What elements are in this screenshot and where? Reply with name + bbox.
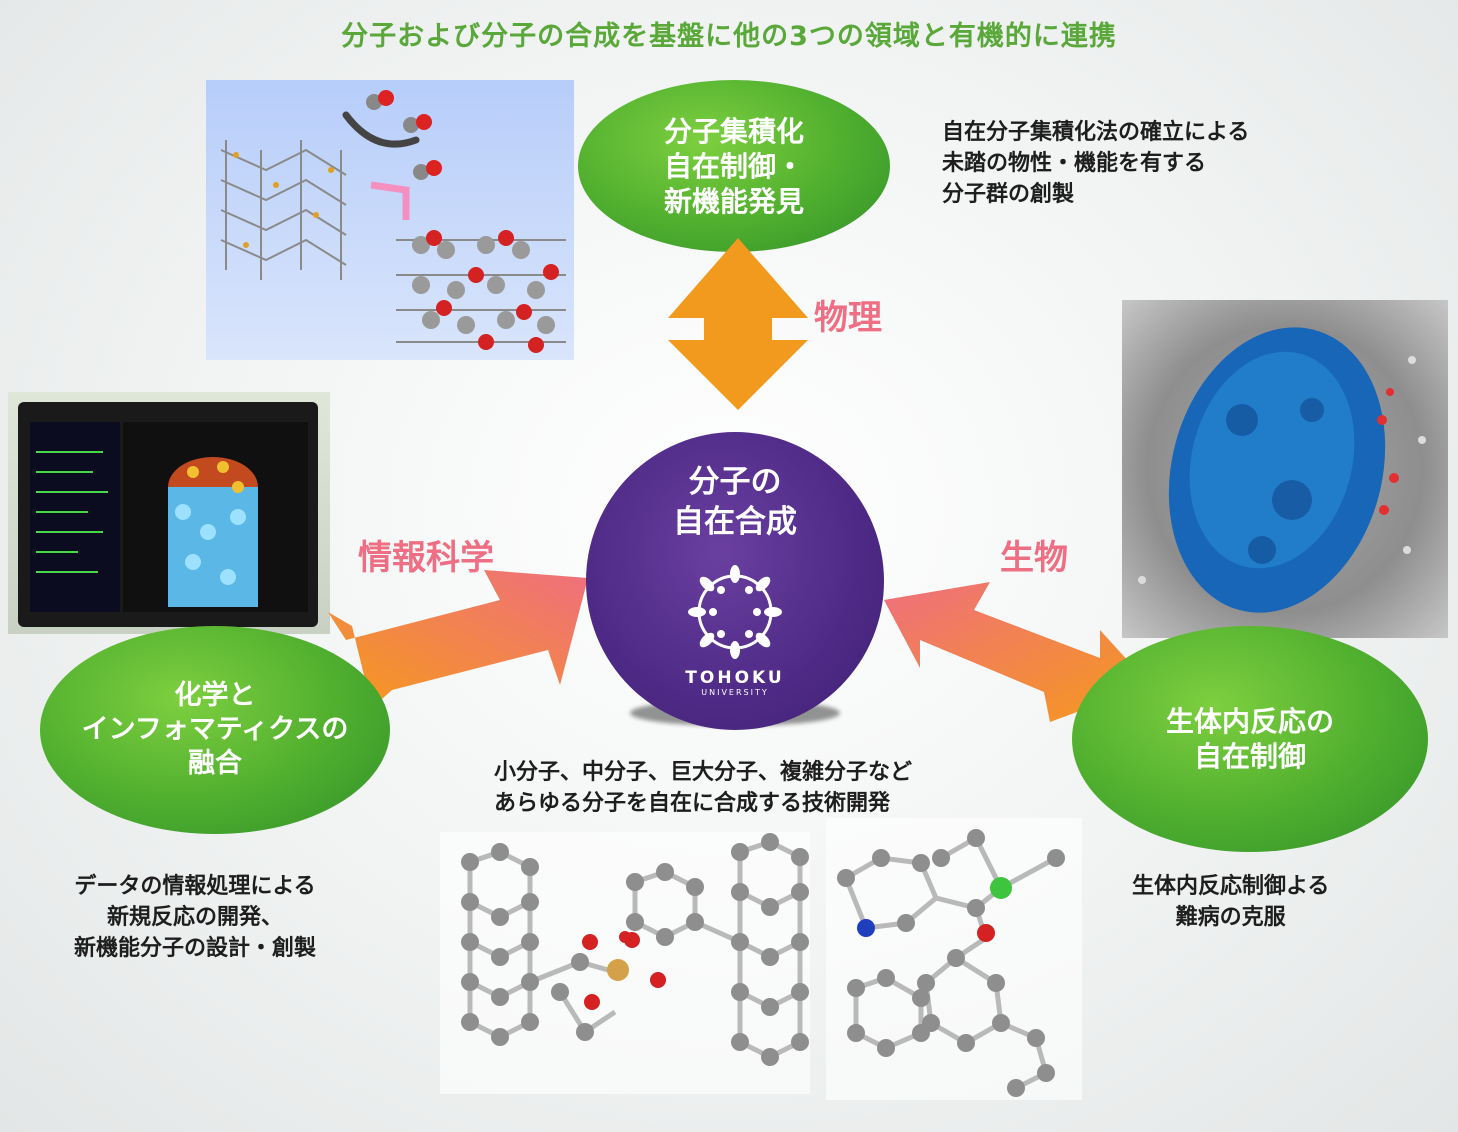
university-logo-text: TOHOKU (685, 668, 785, 688)
description-synthesis: 小分子、中分子、巨大分子、複雑分子など あらゆる分子を自在に合成する技術開発 (494, 760, 913, 816)
description-assembly: 自在分子集積化法の確立による 未踏の物性・機能を有する 分子群の創製 (942, 120, 1250, 207)
diagram-title: 分子および分子の合成を基盤に他の3つの領域と有機的に連携 (341, 21, 1117, 52)
center-molecular-synthesis: 分子の 自在合成 TOHOKU UNIVERSITY (586, 432, 884, 730)
arrow-informatics (328, 570, 588, 708)
description-biology: 生体内反応制御よる 難病の克服 (1132, 874, 1330, 930)
node-molecular-assembly-label: 分子集積化 自在制御・ 新機能発見 (663, 114, 804, 218)
field-biology-label: 生物 (1000, 538, 1068, 578)
node-molecular-assembly: 分子集積化 自在制御・ 新機能発見 (578, 80, 890, 252)
node-in-vivo-control: 生体内反応の 自在制御 (1072, 626, 1428, 852)
cell-microscopy-image (1122, 300, 1448, 638)
university-logo-subtext: UNIVERSITY (701, 688, 769, 697)
arrow-biology (884, 582, 1150, 722)
field-informatics-label: 情報科学 (358, 538, 494, 578)
university-emblem-icon (688, 565, 782, 659)
node-chem-informatics: 化学と インフォマティクスの 融合 (40, 626, 390, 834)
node-in-vivo-control-label: 生体内反応の 自在制御 (1165, 705, 1334, 773)
computer-monitor-image (8, 392, 330, 634)
molecule-model-image-1 (440, 832, 810, 1094)
field-physics-label: 物理 (814, 298, 882, 338)
arrow-physics (668, 238, 808, 410)
node-chem-informatics-label: 化学と インフォマティクスの 融合 (81, 680, 349, 779)
description-informatics: データの情報処理による 新規反応の開発、 新機能分子の設計・創製 (74, 874, 317, 961)
center-label: 分子の 自在合成 (673, 464, 797, 541)
molecule-model-image-2 (826, 818, 1082, 1100)
crystal-structure-image (206, 80, 574, 360)
